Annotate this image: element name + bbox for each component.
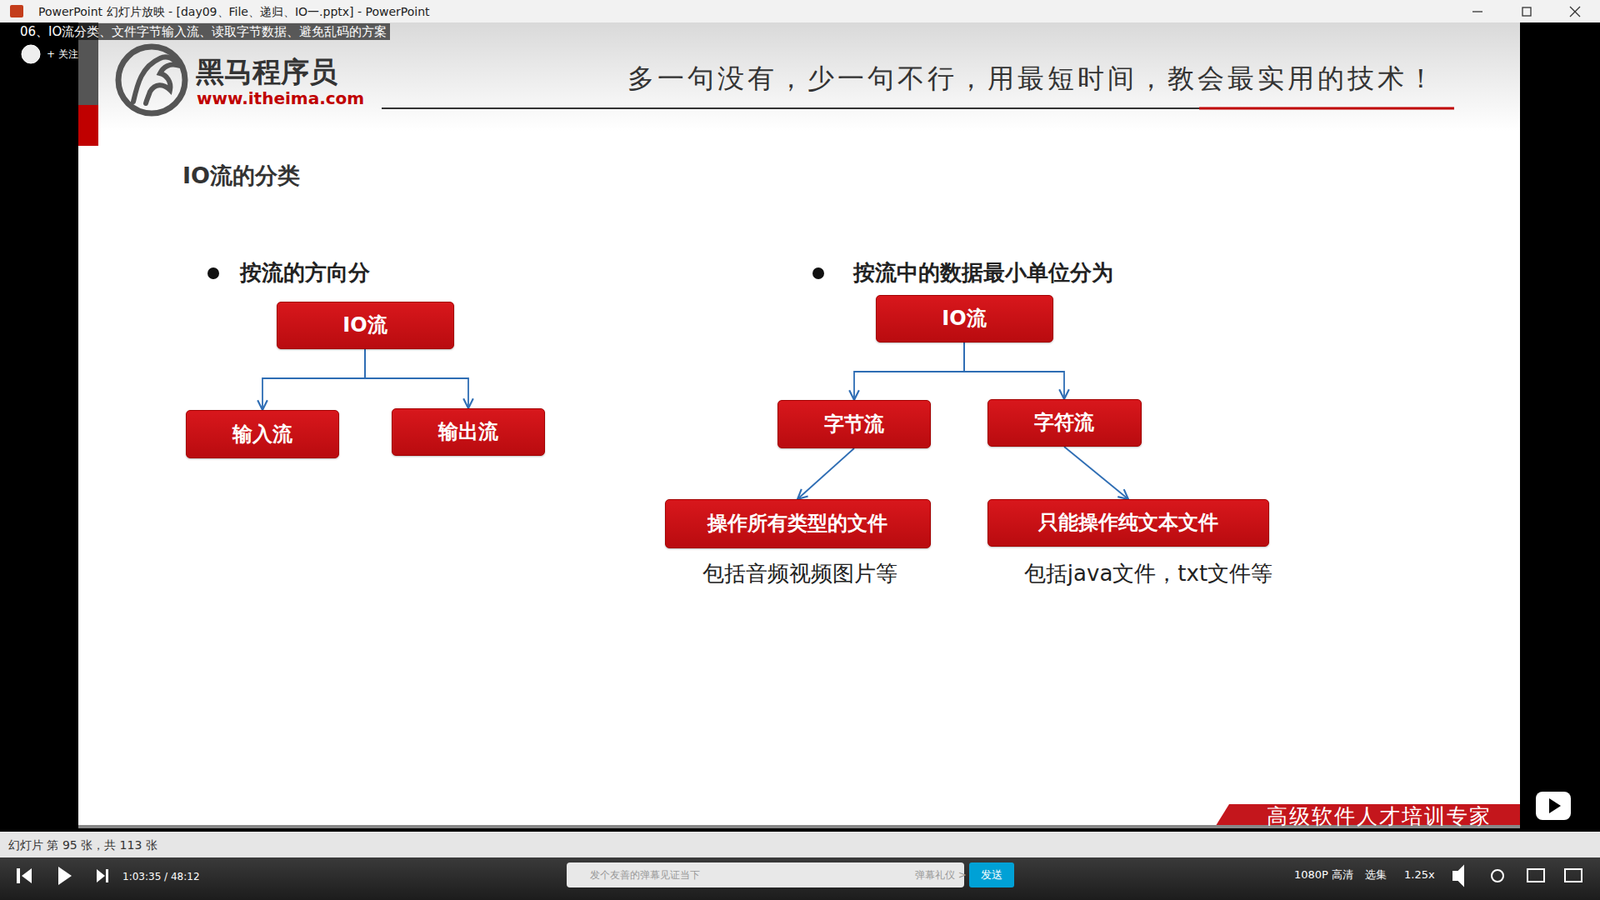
- brand-name: 黑马程序员: [195, 55, 338, 90]
- status-bar: [0, 831, 1600, 858]
- video-time: 1:03:35 / 48:12: [122, 870, 200, 883]
- box-label: IO流: [941, 306, 986, 331]
- window-buttons: [1472, 6, 1580, 17]
- box-label: 字符流: [1034, 410, 1095, 435]
- connector-arrow: [964, 342, 1065, 400]
- process-box: 输出流: [391, 408, 545, 456]
- box-label: 输入流: [232, 422, 293, 447]
- connector-arrow: [854, 342, 965, 400]
- speed-selector: 1.25x: [1404, 868, 1435, 882]
- connector-arrow: [365, 349, 469, 409]
- brand-logo: [118, 46, 185, 114]
- box-label: 操作所有类型的文件: [707, 511, 888, 536]
- connector-arrow: [262, 349, 365, 410]
- box-label: 只能操作纯文本文件: [1038, 510, 1219, 535]
- episode-selector: 选集: [1365, 868, 1387, 882]
- danmaku-etiquette: 弹幕礼仪 >: [915, 869, 967, 881]
- process-box: 只能操作纯文本文件: [987, 499, 1270, 547]
- process-box: 字节流: [777, 400, 931, 449]
- header-rule-accent: [1199, 107, 1455, 110]
- header-rule: [381, 107, 1455, 110]
- video-title: 06、IO流分类、文件字节输入流、读取字节数据、避免乱码的方案: [16, 23, 390, 40]
- uploader-avatar: [21, 45, 40, 64]
- danmaku-placeholder: 发个友善的弹幕见证当下: [590, 869, 700, 881]
- bullet-dot: [812, 267, 825, 280]
- box-label: 输出流: [438, 420, 499, 445]
- process-box: 输入流: [185, 410, 340, 459]
- window-title: PowerPoint 幻灯片放映 - [day09、File、递归、IO一.pp…: [38, 5, 430, 20]
- connector-arrow: [797, 448, 855, 500]
- slogan: 多一句没有，少一句不行，用最短时间，教会最实用的技术！: [627, 62, 1438, 95]
- process-box: IO流: [276, 301, 455, 350]
- box-label: IO流: [342, 313, 387, 338]
- bullet-heading: 按流中的数据最小单位分为: [853, 260, 1114, 286]
- slide-banner: [1214, 804, 1520, 829]
- danmaku-input: [566, 862, 965, 888]
- node-caption: 包括java文件，txt文件等: [1024, 560, 1273, 587]
- bullet-dot: [207, 267, 220, 280]
- banner-text: 高级软件人才培训专家: [1266, 804, 1492, 830]
- send-button-text: 发送: [980, 868, 1003, 882]
- bilibili-icon: [1535, 791, 1571, 820]
- box-label: 字节流: [824, 412, 885, 437]
- slide-title: IO流的分类: [182, 162, 300, 190]
- slide-side-accent: [78, 105, 99, 146]
- process-box: 操作所有类型的文件: [665, 499, 931, 549]
- process-box: 字符流: [987, 399, 1142, 447]
- player-buttons: [16, 866, 109, 885]
- quality-selector: 1080P 高清: [1294, 868, 1354, 882]
- node-caption: 包括音频视频图片等: [702, 560, 898, 587]
- brand-url: www.itheima.com: [196, 88, 365, 109]
- player-right-icons: [1453, 866, 1582, 885]
- bullet-heading: 按流的方向分: [240, 260, 370, 286]
- connector-arrow: [1064, 446, 1129, 500]
- follow-button: + 关注: [46, 48, 79, 60]
- window-title-bar: [0, 0, 1600, 23]
- player-control-bar: [0, 857, 1600, 900]
- slide-ground: [78, 22, 1520, 829]
- app-icon: [10, 5, 24, 18]
- status-bar-text: 幻灯片 第 95 张，共 113 张: [8, 838, 158, 853]
- send-button: [969, 862, 1015, 888]
- process-box: IO流: [875, 295, 1054, 343]
